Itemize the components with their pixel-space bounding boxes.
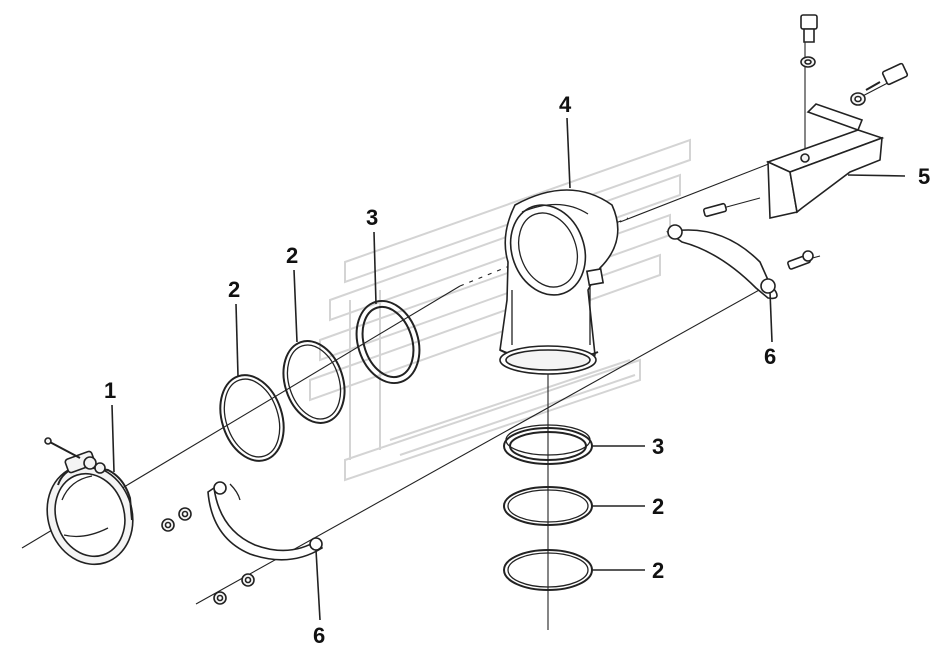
label-part-2c: 2 <box>652 494 664 519</box>
o-ring-2a <box>219 374 285 462</box>
label-part-2d: 2 <box>652 558 664 583</box>
half-clamp-lower <box>207 481 324 561</box>
leader-lines <box>111 117 906 621</box>
half-clamp-upper <box>666 202 814 300</box>
v-band-clamp <box>44 437 134 566</box>
label-part-2a: 2 <box>228 277 240 302</box>
bolts-top <box>800 14 909 106</box>
nuts-bottom <box>213 573 255 605</box>
label-part-1: 1 <box>104 378 116 403</box>
watermark-logo <box>309 138 691 482</box>
label-part-4: 4 <box>559 92 572 117</box>
label-part-3b: 3 <box>652 434 664 459</box>
label-part-5: 5 <box>918 164 930 189</box>
label-part-3a: 3 <box>366 205 378 230</box>
label-part-6b: 6 <box>313 623 325 648</box>
o-ring-2b <box>282 340 346 424</box>
mounting-bracket <box>765 103 885 219</box>
seal-ring-3a <box>355 299 421 385</box>
assembly-axes <box>21 40 906 630</box>
label-part-2b: 2 <box>286 243 298 268</box>
label-part-6a: 6 <box>764 344 776 369</box>
elbow-pipe <box>499 189 619 375</box>
nuts-left <box>161 507 192 532</box>
